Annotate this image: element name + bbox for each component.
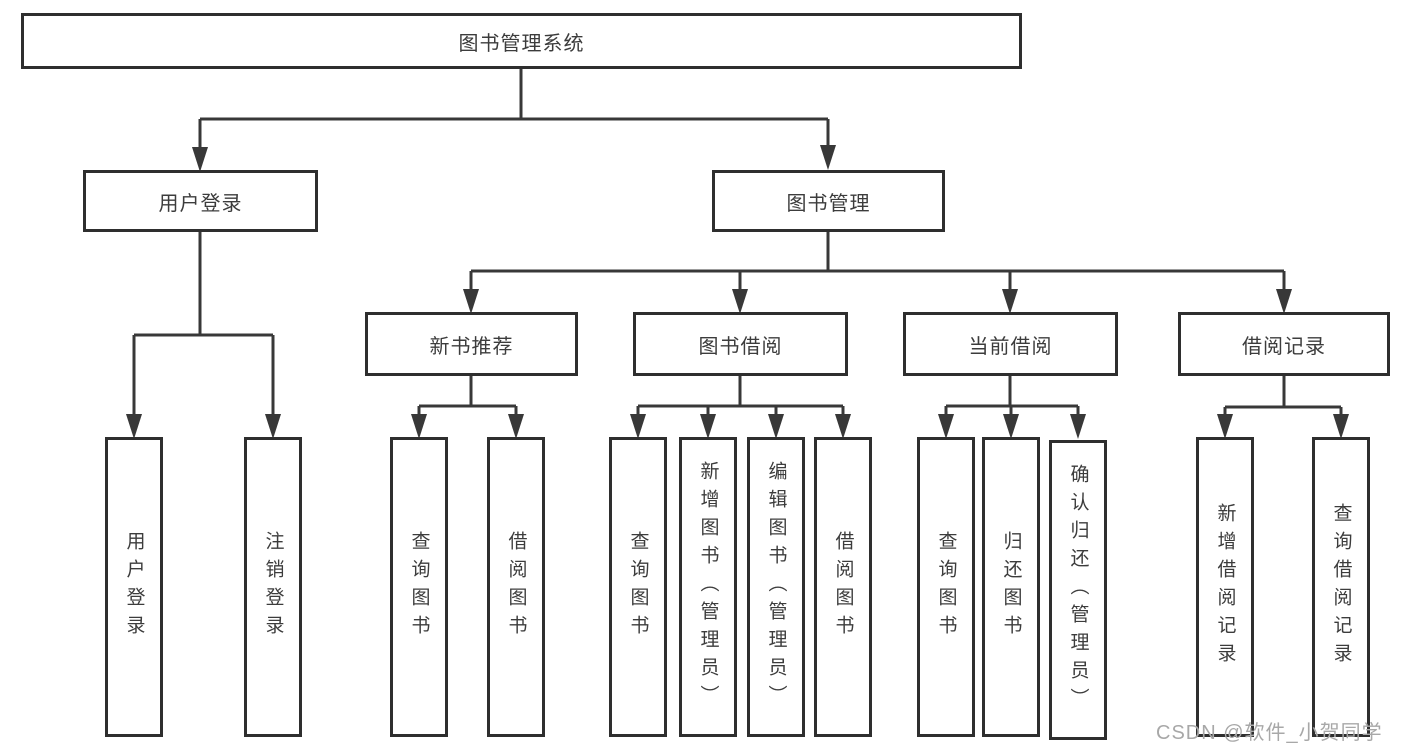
- node-borrowing-records-label: 借阅记录: [1242, 335, 1326, 358]
- leaf-add-borrow-record: 新增借阅记录: [1196, 437, 1254, 737]
- node-user-login: 用户登录: [83, 170, 318, 232]
- node-user-login-label: 用户登录: [158, 192, 243, 215]
- watermark-text: CSDN @软件_小贺同学: [1156, 722, 1383, 744]
- node-book-borrowing-label: 图书借阅: [698, 335, 783, 358]
- node-library-system-label: 图书管理系统: [458, 32, 585, 55]
- node-book-management: 图书管理: [712, 170, 945, 232]
- node-book-borrowing: 图书借阅: [633, 312, 848, 376]
- node-current-borrowing: 当前借阅: [903, 312, 1118, 376]
- leaf-logout: 注销登录: [244, 437, 302, 737]
- leaf-edit-book-admin: 编辑图书（管理员）: [747, 437, 805, 737]
- node-borrowing-records: 借阅记录: [1178, 312, 1390, 376]
- leaf-return-books: 归还图书: [982, 437, 1040, 737]
- node-library-system: 图书管理系统: [21, 13, 1022, 69]
- leaf-user-login: 用户登录: [105, 437, 163, 737]
- node-book-management-label: 图书管理: [786, 192, 871, 215]
- leaf-confirm-return-admin: 确认归还（管理员）: [1049, 440, 1107, 740]
- leaf-add-book-admin: 新增图书（管理员）: [679, 437, 737, 737]
- leaf-borrow-books-borrowing: 借阅图书: [814, 437, 872, 737]
- leaf-query-books-borrowing: 查询图书: [609, 437, 667, 737]
- leaf-query-books-current: 查询图书: [917, 437, 975, 737]
- leaf-borrow-books-recommend: 借阅图书: [487, 437, 545, 737]
- node-new-book-recommend: 新书推荐: [365, 312, 578, 376]
- leaf-query-borrow-record: 查询借阅记录: [1312, 437, 1370, 737]
- node-current-borrowing-label: 当前借阅: [968, 335, 1053, 358]
- node-new-book-recommend-label: 新书推荐: [429, 335, 514, 358]
- leaf-query-books-recommend: 查询图书: [390, 437, 448, 737]
